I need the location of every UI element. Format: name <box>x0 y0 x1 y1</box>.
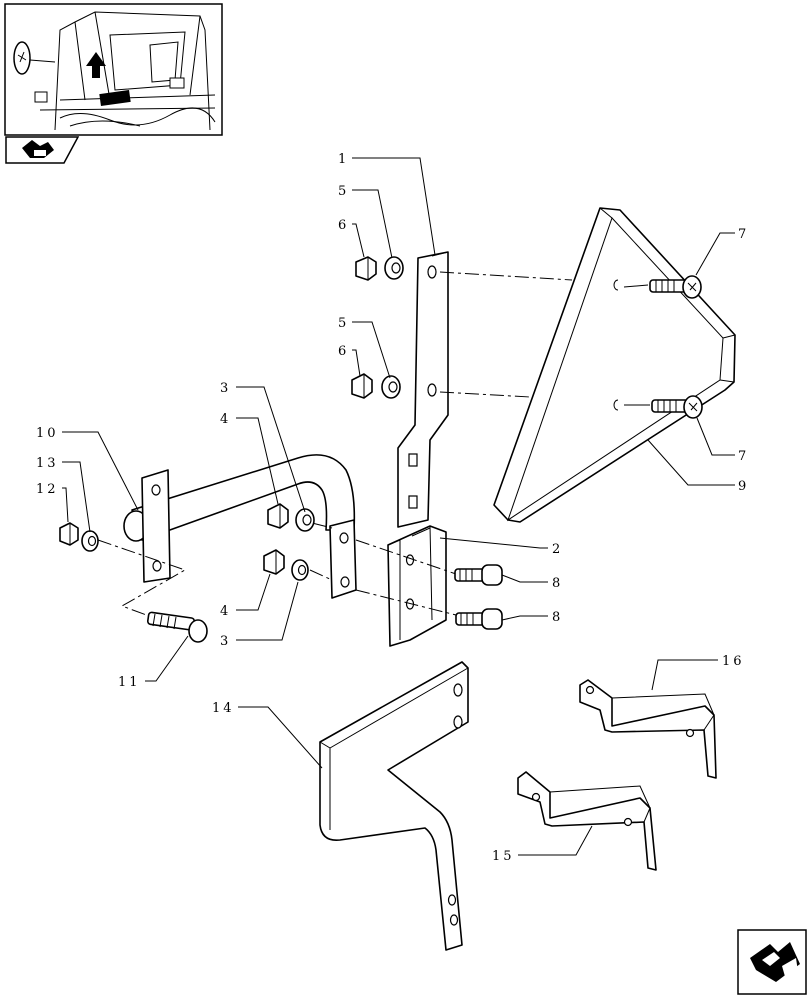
callout-4-upper: 4 <box>220 412 231 427</box>
callout-11: 11 <box>118 675 141 690</box>
part-15-small-bracket <box>517 771 657 871</box>
part-6-nut-upper <box>355 256 377 281</box>
part-6-nut-lower <box>351 373 373 399</box>
callout-7-upper: 7 <box>738 227 749 242</box>
next-page-arrow-icon[interactable] <box>737 929 807 995</box>
part-9-triangle-panel <box>493 207 736 523</box>
callout-15: 15 <box>492 849 515 864</box>
part-12-nut <box>59 522 79 546</box>
callout-16: 16 <box>722 654 745 669</box>
callout-5-lower: 5 <box>338 316 349 331</box>
callout-14: 14 <box>212 701 235 716</box>
alignment-line <box>439 391 531 398</box>
callout-1: 1 <box>338 152 349 167</box>
part-8-bolt-lower <box>455 608 503 630</box>
part-2-channel-bracket <box>387 525 447 647</box>
callout-8-upper: 8 <box>552 576 563 591</box>
callout-4-lower: 4 <box>220 604 231 619</box>
callout-13: 13 <box>36 456 59 471</box>
alignment-line <box>439 271 573 281</box>
callout-8-lower: 8 <box>552 610 563 625</box>
callout-6-lower: 6 <box>338 344 349 359</box>
part-14-angled-support <box>319 661 469 951</box>
part-3-washer-lower <box>291 559 309 581</box>
part-11-bolt <box>146 611 208 643</box>
callout-10: 10 <box>36 426 59 441</box>
part-7-bolt-lower <box>624 395 703 419</box>
part-10-support-tube <box>123 454 357 599</box>
part-5-washer-lower <box>381 375 401 399</box>
tractor-cab-thumbnail-icon <box>4 3 223 136</box>
callout-5-upper: 5 <box>338 184 349 199</box>
callout-labels: 1 5 6 5 6 3 4 10 13 12 7 7 9 2 8 8 4 3 1… <box>36 152 749 864</box>
part-16-small-bracket <box>579 679 717 779</box>
part-1-mounting-bracket <box>397 251 449 528</box>
part-13-washer <box>81 530 99 552</box>
part-4-nut-upper <box>267 503 289 529</box>
part-8-bolt-upper <box>454 564 503 586</box>
part-7-bolt-upper <box>623 275 702 299</box>
leader-lines <box>62 157 735 856</box>
callout-6-upper: 6 <box>338 218 349 233</box>
part-4-nut-lower <box>263 549 285 575</box>
callout-3-upper: 3 <box>220 381 231 396</box>
callout-2: 2 <box>552 542 563 557</box>
callout-12: 12 <box>36 482 59 497</box>
previous-page-arrow-icon[interactable] <box>5 136 80 164</box>
part-3-washer-upper <box>295 508 315 532</box>
part-5-washer-upper <box>384 256 404 280</box>
callout-7-lower: 7 <box>738 449 749 464</box>
callout-9: 9 <box>738 479 749 494</box>
callout-3-lower: 3 <box>220 634 231 649</box>
